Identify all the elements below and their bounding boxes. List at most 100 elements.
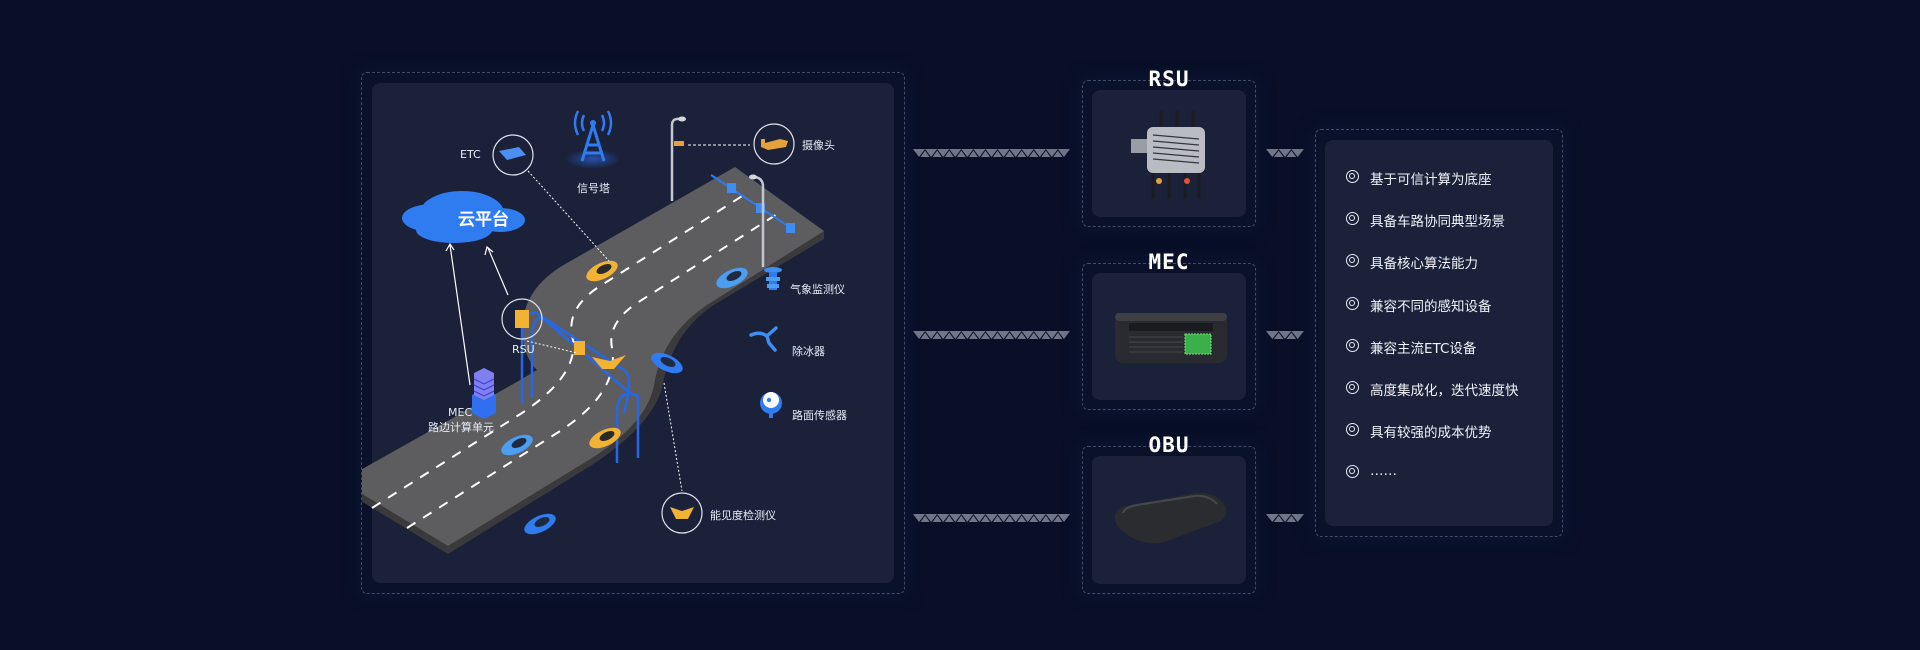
connector-triangle — [961, 149, 974, 157]
connector-triangle — [944, 150, 954, 157]
sensor-box — [756, 203, 765, 213]
weather-monitor-icon — [764, 267, 782, 290]
feature-item: 高度集成化，迭代速度快 — [1346, 379, 1519, 421]
rsu-icon — [515, 310, 529, 328]
connector-triangle — [1053, 150, 1063, 157]
road-sensor-label: 路面传感器 — [792, 409, 847, 422]
connector-triangle — [1041, 332, 1051, 339]
feature-text: 高度集成化，迭代速度快 — [1370, 382, 1519, 399]
connector-triangle — [973, 331, 986, 339]
target-bullet-icon — [1346, 465, 1359, 479]
connector-triangle — [920, 332, 930, 339]
car-blue — [524, 513, 556, 535]
connector-triangle — [1017, 150, 1027, 157]
connector-rsu-features — [1266, 149, 1304, 157]
features-inner — [1325, 140, 1553, 526]
connector-triangle — [937, 514, 950, 522]
connector-triangle — [1041, 150, 1051, 157]
connector-triangle — [968, 515, 978, 522]
rsu-icon-ring — [501, 298, 543, 340]
camera-icon — [761, 139, 788, 150]
etc-label: ETC — [460, 148, 481, 161]
connector-triangle — [1278, 331, 1292, 339]
arrow-rsu-to-cloud — [484, 245, 509, 296]
target-bullet-icon — [1346, 423, 1359, 437]
connector-triangle — [1278, 514, 1292, 522]
connector-scene-mec — [913, 331, 1070, 339]
cloud-icon — [402, 191, 525, 243]
road-sensor-icon — [760, 392, 782, 418]
connector-triangle — [1005, 150, 1015, 157]
connector-triangle — [1291, 331, 1304, 339]
connector-scene-obu — [913, 514, 1070, 522]
connector-triangle — [932, 150, 942, 157]
connector-triangle — [920, 515, 930, 522]
connector-triangle — [1021, 149, 1034, 157]
etc-icon-ring — [492, 134, 534, 176]
connector-triangle — [997, 331, 1010, 339]
product-card-mec[interactable]: MEC — [1082, 250, 1256, 410]
connector-triangle — [1291, 149, 1304, 157]
target-bullet-icon — [1346, 296, 1359, 310]
connector-triangle — [1291, 514, 1304, 522]
connector-triangle — [997, 514, 1010, 522]
connector-triangle — [973, 514, 986, 522]
target-bullet-icon — [1346, 254, 1359, 268]
connector-triangle — [925, 331, 938, 339]
connector-triangle — [993, 150, 1003, 157]
scene-panel: 云平台 ETC 信号塔 摄像头 气象监测仪 除冰器 路面传感器 RSU MEC … — [361, 72, 905, 594]
feature-text: …… — [1370, 463, 1397, 480]
connector-triangle — [1029, 150, 1039, 157]
camera-device — [674, 141, 684, 146]
connector-triangle — [1286, 332, 1297, 339]
connector-triangle — [925, 149, 938, 157]
connector-obu-features — [1266, 514, 1304, 522]
product-card-obu[interactable]: OBU — [1082, 433, 1256, 594]
mec-label: MEC — [448, 406, 473, 419]
connector-triangle — [949, 149, 962, 157]
feature-item: 兼容不同的感知设备 — [1346, 295, 1519, 337]
connector-triangle — [1057, 149, 1070, 157]
street-lamp — [670, 117, 681, 201]
connector-triangle — [997, 149, 1010, 157]
car-yellow — [586, 260, 618, 282]
feature-text: 基于可信计算为底座 — [1370, 172, 1492, 188]
feature-item: 具备车路协同典型场景 — [1346, 210, 1519, 252]
connector-triangle — [1273, 515, 1284, 522]
deicer-label: 除冰器 — [792, 345, 825, 358]
connector-triangle — [1029, 515, 1039, 522]
weather-monitor-label: 气象监测仪 — [790, 283, 845, 296]
connector-triangle — [913, 149, 926, 157]
rsu-on-gantry — [574, 341, 585, 355]
connector-triangle — [1017, 515, 1027, 522]
connector-triangle — [1273, 150, 1284, 157]
mec-subtitle-label: 路边计算单元 — [428, 421, 494, 434]
obu-device-image — [1114, 492, 1227, 544]
connector-triangle — [956, 150, 966, 157]
product-title: RSU — [1148, 67, 1190, 91]
connector-triangle — [932, 515, 942, 522]
camera-label: 摄像头 — [802, 139, 835, 152]
connector-triangle — [1009, 149, 1022, 157]
connector-triangle — [1057, 331, 1070, 339]
signal-tower-icon — [565, 110, 621, 169]
lane-marking — [371, 192, 748, 509]
connector-triangle — [993, 515, 1003, 522]
connector-scene-rsu — [913, 149, 1070, 157]
connector-triangle — [1033, 331, 1046, 339]
connector-triangle — [980, 332, 990, 339]
feature-text: 具有较强的成本优势 — [1370, 425, 1492, 442]
product-card-rsu[interactable]: RSU — [1082, 67, 1256, 227]
connector-triangle — [1266, 149, 1279, 157]
car-blue — [501, 434, 533, 456]
connector-triangle — [956, 515, 966, 522]
connector-triangle — [913, 331, 926, 339]
connector-triangle — [968, 150, 978, 157]
rsu-label: RSU — [512, 343, 535, 356]
road-surface — [362, 167, 824, 546]
connector-triangle — [961, 514, 974, 522]
connector-triangle — [1057, 514, 1070, 522]
signal-tower-label: 信号塔 — [577, 182, 610, 195]
connector-triangle — [1278, 149, 1292, 157]
connector-triangle — [985, 331, 998, 339]
